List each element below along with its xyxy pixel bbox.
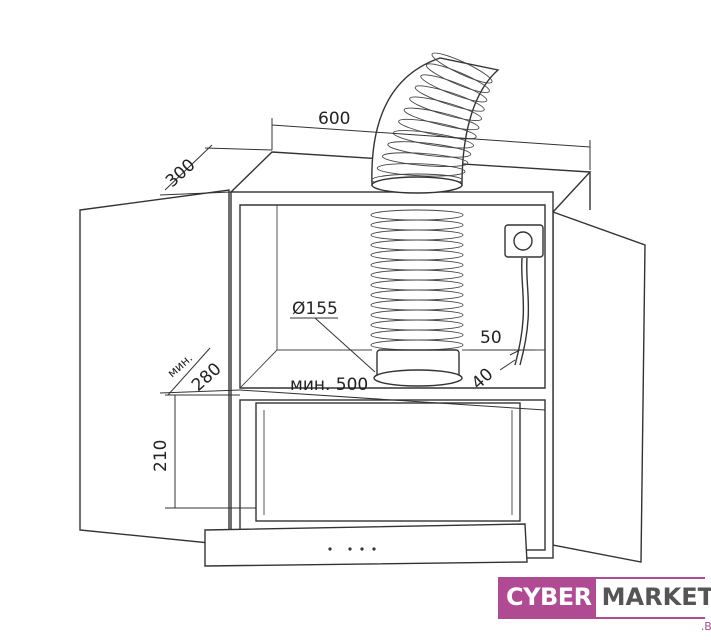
- hose-rib: [387, 141, 472, 158]
- hose-rib: [382, 152, 469, 167]
- hose-rib: [431, 52, 493, 84]
- hose-rib: [414, 85, 485, 112]
- dim-diameter: Ø155: [292, 299, 338, 319]
- hose-rib: [409, 96, 483, 121]
- logo-part1: CYBER: [506, 583, 592, 611]
- hose-rib: [420, 74, 488, 103]
- dim-width-500: мин. 500: [290, 375, 368, 395]
- dim-socket-50: 50: [480, 328, 502, 348]
- hood-front-panel: [204, 523, 528, 567]
- duct-hose-lower: [370, 209, 464, 387]
- control-buttons: [328, 547, 376, 551]
- hose-rib: [425, 63, 490, 93]
- logo-part2-text: MARKET: [601, 583, 711, 611]
- hose-rib: [398, 118, 477, 140]
- power-socket: [504, 224, 544, 366]
- hose-rib: [392, 130, 474, 149]
- cybermarket-logo: CYBER MARKET .BY: [498, 577, 711, 633]
- dimension-lines: [159, 118, 591, 509]
- duct-hose-upper: [371, 52, 500, 194]
- logo-part2: MARKET .BY: [595, 579, 711, 633]
- dim-width-600: 600: [318, 109, 350, 129]
- hose-rib: [376, 163, 466, 177]
- right-door: [552, 211, 646, 563]
- dim-depth-300: 300: [162, 155, 199, 192]
- hood-body: [255, 402, 521, 522]
- dim-height-210: 210: [151, 440, 171, 472]
- logo-suffix: .BY: [700, 620, 711, 633]
- hose-rib: [403, 107, 480, 131]
